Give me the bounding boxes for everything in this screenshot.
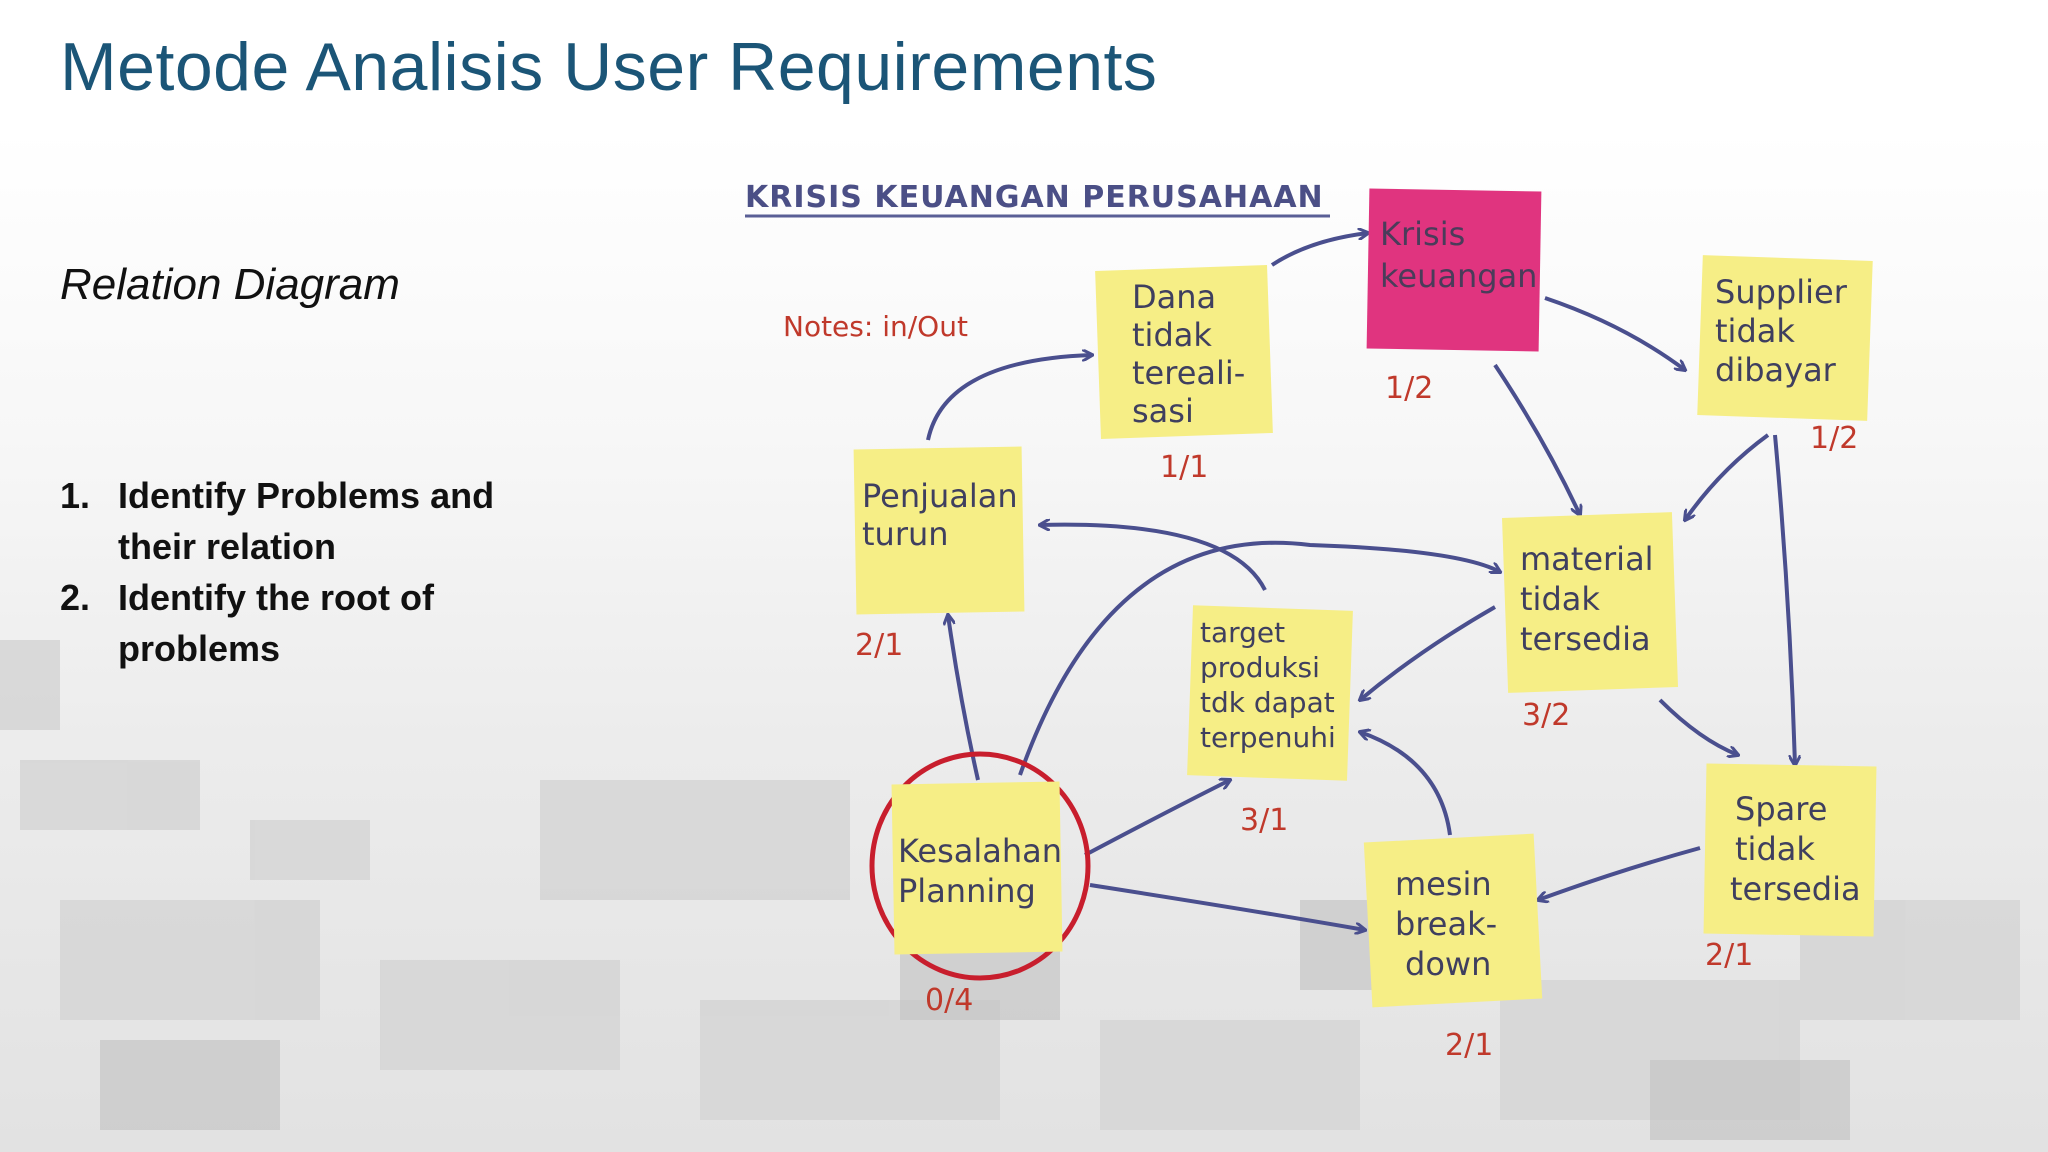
sticky-note-kesalahan: Kesalahan Planning 0/4 <box>869 751 1091 1018</box>
note-line: Planning <box>898 872 1036 910</box>
sticky-note-krisis: Krisis keuangan 1/2 <box>1366 188 1542 406</box>
sticky-note-penjualan: Penjualan turun 2/1 <box>853 446 1025 663</box>
note-ratio: 2/1 <box>1445 1028 1493 1063</box>
note-line: material <box>1520 540 1654 578</box>
note-line: tersedia <box>1730 870 1861 908</box>
note-line: produksi <box>1200 651 1320 684</box>
arrow-krisis-material <box>1493 363 1580 515</box>
note-line: terpenuhi <box>1200 721 1336 754</box>
arrow-krisis-supplier <box>1544 296 1685 370</box>
note-line: down <box>1405 945 1491 983</box>
step-text: Identify Problems and their relation <box>118 475 495 567</box>
sticky-note-mesin: mesin break- down 2/1 <box>1363 833 1543 1063</box>
steps-list: 1. Identify Problems and their relation … <box>60 470 500 674</box>
note-line: break- <box>1395 905 1497 943</box>
note-line: Supplier <box>1715 273 1848 311</box>
sticky-note-spare: Spare tidak tersedia 2/1 <box>1703 763 1877 973</box>
step-number: 2. <box>60 577 91 618</box>
arrow-kesalahan-material <box>1018 540 1500 776</box>
sticky-note-target: target produksi tdk dapat terpenuhi 3/1 <box>1187 605 1353 838</box>
arrow-spare-mesin <box>1538 846 1701 900</box>
root-cause-highlight-circle <box>869 751 1091 981</box>
notes-legend: Notes: in/Out <box>783 310 968 343</box>
note-line: tidak <box>1132 316 1212 354</box>
arrow-target-penjualan <box>1040 525 1267 591</box>
arrow-kesalahan-target <box>1084 780 1230 857</box>
sticky-note-supplier: Supplier tidak dibayar 1/2 <box>1697 255 1873 456</box>
note-line: Spare <box>1735 790 1827 828</box>
note-line: Krisis <box>1380 215 1465 253</box>
note-line: dibayar <box>1715 351 1837 389</box>
note-line: tereali- <box>1132 354 1245 392</box>
note-line: keuangan <box>1380 257 1537 295</box>
note-line: tdk dapat <box>1200 686 1335 719</box>
arrow-penjualan-dana <box>926 355 1092 441</box>
note-ratio: 1/2 <box>1810 421 1858 456</box>
step-text: Identify the root of problems <box>118 577 434 669</box>
note-line: tidak <box>1715 312 1795 350</box>
note-line: mesin <box>1395 865 1492 903</box>
step-number: 1. <box>60 475 91 516</box>
arrow-material-target <box>1360 605 1496 700</box>
arrow-material-spare <box>1658 698 1738 755</box>
note-line: tidak <box>1735 830 1815 868</box>
arrow-kesalahan-mesin <box>1089 883 1365 930</box>
relation-arrows <box>926 233 1795 930</box>
note-line: Kesalahan <box>898 832 1062 870</box>
arrow-supplier-material <box>1685 433 1770 520</box>
note-ratio: 3/1 <box>1240 803 1288 838</box>
note-line: Penjualan <box>862 477 1018 515</box>
step-item: 1. Identify Problems and their relation <box>60 470 500 572</box>
note-ratio: 2/1 <box>1705 938 1753 973</box>
arrow-mesin-target <box>1360 732 1452 836</box>
note-line: target <box>1200 616 1285 649</box>
sticky-note-material: material tidak tersedia 3/2 <box>1502 512 1679 733</box>
note-ratio: 1/2 <box>1385 371 1433 406</box>
sticky-note-dana: Dana tidak tereali- sasi 1/1 <box>1095 265 1273 485</box>
slide-title: Metode Analisis User Requirements <box>60 29 1158 105</box>
note-line: tidak <box>1520 580 1600 618</box>
slide-subtitle: Relation Diagram <box>60 260 400 309</box>
note-line: turun <box>862 515 949 553</box>
diagram-heading: KRISIS KEUANGAN PERUSAHAAN <box>745 180 1324 215</box>
note-ratio: 0/4 <box>925 983 973 1018</box>
note-ratio: 2/1 <box>855 628 903 663</box>
arrow-dana-krisis <box>1270 233 1368 267</box>
note-line: tersedia <box>1520 620 1651 658</box>
note-line: Dana <box>1132 278 1216 316</box>
note-line: sasi <box>1132 392 1194 430</box>
note-ratio: 1/1 <box>1160 450 1208 485</box>
step-item: 2. Identify the root of problems <box>60 572 500 674</box>
arrow-supplier-spare <box>1773 434 1795 765</box>
arrow-kesalahan-penjualan <box>948 615 980 781</box>
note-ratio: 3/2 <box>1522 698 1570 733</box>
